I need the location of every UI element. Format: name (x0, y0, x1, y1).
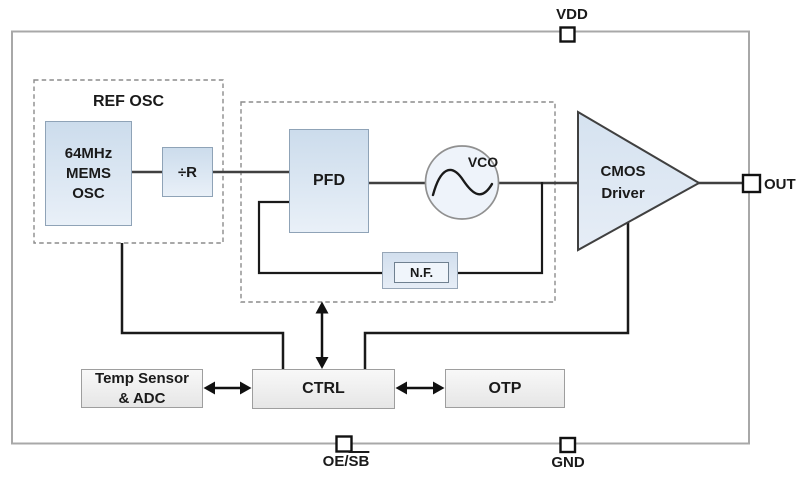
pll-ctrl-bidirectional-arrow (315, 301, 329, 369)
cmos-driver-label-line: CMOS (600, 163, 646, 180)
pll-group (240, 101, 556, 303)
temp-sensor-adc-label: Temp Sensor & ADC (95, 369, 189, 409)
temp-sensor-adc-block: Temp Sensor & ADC (81, 369, 203, 408)
ref-osc-group-label: REF OSC (92, 93, 165, 110)
temp-ctrl-bidirectional-arrow (203, 381, 252, 395)
out-pin (741, 173, 762, 194)
temp-sensor-label-line: & ADC (118, 389, 166, 407)
sine-wave-icon (431, 168, 494, 197)
signal-path-line (132, 170, 743, 185)
refosc-to-ctrl-line (120, 243, 285, 369)
cmos-driver-label: CMOS Driver (578, 161, 668, 205)
divider-block: ÷R (162, 147, 213, 197)
otp-block: OTP (445, 369, 565, 408)
cmos-driver-triangle (577, 110, 702, 252)
oe-sb-pin-label: OE/SB (311, 453, 381, 470)
mems-osc-block: 64MHz MEMS OSC (45, 121, 132, 226)
noise-filter-inner-box: N.F. (394, 262, 449, 283)
vdd-pin-label: VDD (556, 6, 588, 23)
out-pin-label: OUT (764, 176, 796, 193)
cmos-driver-label-line: Driver (601, 185, 645, 202)
driver-to-ctrl-line (363, 221, 630, 369)
oe-sb-label-prefix: OE/ (322, 453, 349, 470)
mems-osc-label-line: OSC (72, 184, 105, 202)
pfd-block: PFD (289, 129, 369, 233)
gnd-pin-label: GND (551, 454, 585, 471)
ctrl-block: CTRL (252, 369, 395, 409)
temp-sensor-label-line: Temp Sensor (95, 369, 189, 387)
pll-feedback-line (257, 182, 544, 275)
ref-osc-group (33, 79, 224, 244)
vco-symbol (424, 145, 500, 220)
mems-osc-label-line: 64MHz (64, 144, 113, 162)
noise-filter-block: N.F. (382, 252, 458, 289)
oe-sb-label-overline: SB (348, 453, 370, 470)
chip-boundary (11, 30, 750, 445)
vdd-pin (559, 26, 576, 43)
vco-label: VCO (467, 154, 499, 170)
gnd-pin (559, 436, 577, 454)
mems-osc-label-line: MEMS (65, 164, 111, 182)
mems-osc-label: 64MHz MEMS OSC (65, 144, 113, 204)
ctrl-otp-bidirectional-arrow (395, 381, 445, 395)
oe-sb-pin (335, 435, 353, 453)
